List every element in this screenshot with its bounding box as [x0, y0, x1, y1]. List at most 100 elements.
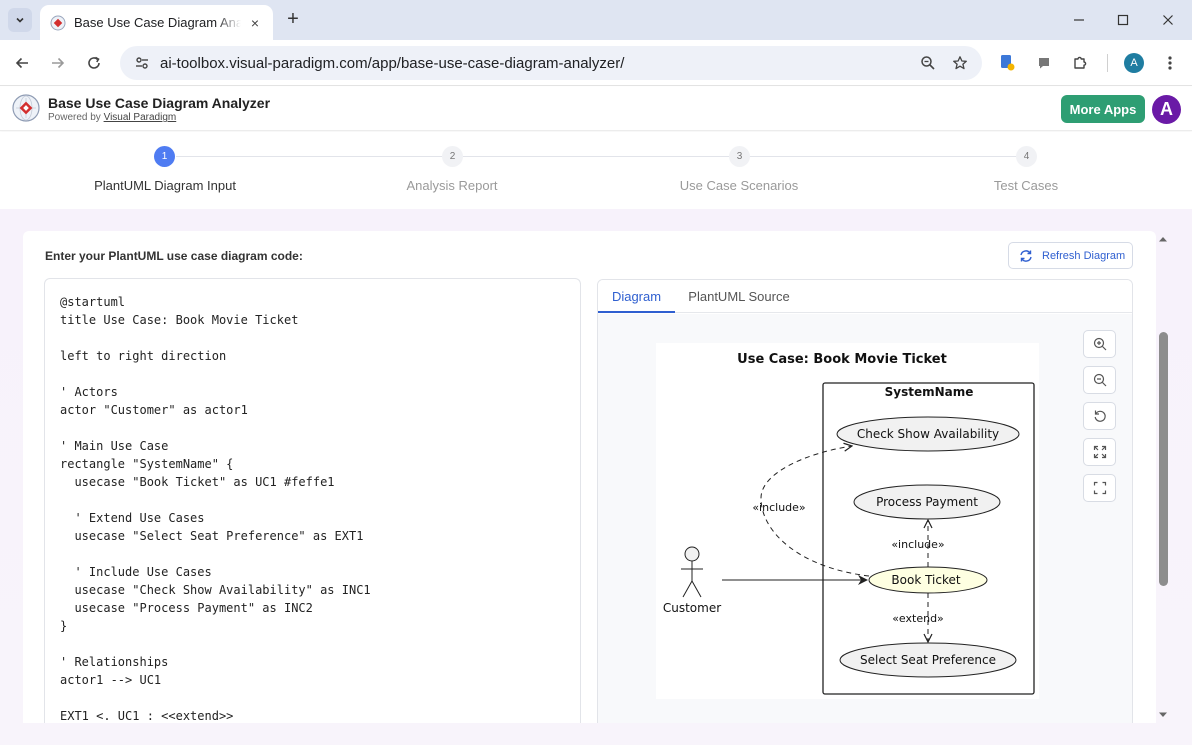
include-right-label: «include»	[891, 538, 944, 551]
code-line: left to right direction	[60, 349, 227, 363]
step-connector	[750, 156, 1016, 157]
actor-label: Customer	[663, 601, 721, 615]
fullscreen-button[interactable]	[1083, 474, 1116, 502]
powered-by: Powered by Visual Paradigm	[48, 112, 176, 123]
code-line: ' Include Use Cases	[60, 565, 212, 579]
more-apps-button[interactable]: More Apps	[1061, 95, 1145, 123]
code-line: actor "Customer" as actor1	[60, 403, 248, 417]
extensions-puzzle-icon[interactable]	[1069, 52, 1091, 74]
code-line: ' Actors	[60, 385, 118, 399]
usecase-seat-label: Select Seat Preference	[860, 653, 996, 667]
usecase-check-show-availability	[836, 416, 1020, 452]
scroll-up-arrow-icon[interactable]	[1159, 235, 1167, 243]
browser-tab-active[interactable]: Base Use Case Diagram Analyzer ×	[40, 5, 273, 40]
usecase-select-seat-preference	[839, 642, 1017, 678]
code-line: rectangle "SystemName" {	[60, 457, 234, 471]
tab-title: Base Use Case Diagram Analyzer	[74, 15, 241, 30]
code-line: usecase "Process Payment" as INC2	[60, 601, 313, 615]
refresh-icon	[1020, 249, 1032, 262]
code-line: usecase "Select Seat Preference" as EXT1	[60, 529, 364, 543]
reset-icon	[1094, 410, 1106, 422]
fullscreen-icon	[1093, 481, 1106, 495]
browser-profile-avatar[interactable]: A	[1124, 53, 1144, 73]
code-line: ' Main Use Case	[60, 439, 169, 453]
tab-plantuml-source[interactable]: PlantUML Source	[688, 289, 790, 304]
step-4-circle[interactable]: 4	[1016, 146, 1037, 167]
step-1-label[interactable]: PlantUML Diagram Input	[94, 178, 236, 193]
minimize-window-icon[interactable]	[1067, 8, 1091, 32]
include-check-arrow	[760, 446, 870, 577]
usecase-check-label: Check Show Availability	[857, 427, 999, 441]
use-case-diagram: Use Case: Book Movie Ticket SystemName C…	[656, 343, 1039, 699]
zoom-search-icon[interactable]	[918, 53, 938, 73]
address-bar[interactable]: ai-toolbox.visual-paradigm.com/app/base-…	[120, 46, 982, 80]
system-name: SystemName	[885, 385, 974, 399]
toolbar-divider	[1107, 54, 1108, 72]
extension-chat-icon[interactable]	[1033, 52, 1055, 74]
browser-tabstrip: Base Use Case Diagram Analyzer × +	[0, 0, 1192, 40]
bookmark-star-icon[interactable]	[950, 53, 970, 73]
code-line: ' Relationships	[60, 655, 169, 669]
code-line: title Use Case: Book Movie Ticket	[60, 313, 299, 327]
visual-paradigm-link[interactable]: Visual Paradigm	[103, 112, 177, 123]
app-header: Base Use Case Diagram Analyzer Powered b…	[0, 87, 1192, 131]
back-arrow-icon[interactable]	[10, 51, 34, 75]
code-line: ' Extend Use Cases	[60, 511, 205, 525]
app-title: Base Use Case Diagram Analyzer	[48, 95, 271, 111]
step-3-circle[interactable]: 3	[729, 146, 750, 167]
include-left-label: «include»	[752, 501, 805, 514]
editor-label: Enter your PlantUML use case diagram cod…	[45, 249, 303, 263]
diagram-viewport[interactable]: Use Case: Book Movie Ticket SystemName C…	[598, 314, 1132, 723]
page-scrollbar[interactable]	[1156, 231, 1170, 723]
diagram-title: Use Case: Book Movie Ticket	[737, 352, 947, 367]
zoom-in-button[interactable]	[1083, 330, 1116, 358]
scroll-down-arrow-icon[interactable]	[1159, 711, 1167, 719]
extend-label: «extend»	[892, 612, 944, 625]
diagram-panel: Diagram PlantUML Source Use Case: Book M…	[597, 279, 1133, 723]
usecase-payment-label: Process Payment	[876, 495, 978, 509]
code-line: EXT1 <. UC1 : <<extend>>	[60, 709, 234, 723]
tab-close-icon[interactable]: ×	[250, 14, 260, 31]
code-line: actor1 --> UC1	[60, 673, 162, 687]
step-2-label[interactable]: Analysis Report	[406, 178, 498, 193]
step-4-label[interactable]: Test Cases	[993, 178, 1059, 193]
forward-arrow-icon[interactable]	[46, 51, 70, 75]
close-window-icon[interactable]	[1156, 8, 1180, 32]
browser-toolbar: ai-toolbox.visual-paradigm.com/app/base-…	[0, 40, 1192, 86]
code-line: @startuml	[60, 295, 126, 309]
code-line: usecase "Check Show Availability" as INC…	[60, 583, 371, 597]
code-line: usecase "Book Ticket" as UC1 #feffe1	[60, 475, 335, 489]
step-connector	[176, 156, 442, 157]
zoom-out-button[interactable]	[1083, 366, 1116, 394]
tab-diagram[interactable]: Diagram	[598, 280, 675, 313]
scrollbar-thumb[interactable]	[1159, 332, 1168, 586]
zoom-out-icon	[1093, 373, 1106, 387]
visual-paradigm-logo-icon	[12, 94, 40, 122]
reload-icon[interactable]	[82, 51, 106, 75]
plantuml-code-editor[interactable]: @startuml title Use Case: Book Movie Tic…	[44, 278, 581, 723]
new-tab-plus-icon[interactable]: +	[287, 8, 299, 30]
customer-actor-icon	[681, 546, 703, 598]
refresh-diagram-button[interactable]: Refresh Diagram	[1008, 242, 1133, 269]
code-line: }	[60, 619, 68, 633]
powered-by-prefix: Powered by	[48, 112, 101, 123]
step-2-circle[interactable]: 2	[442, 146, 463, 167]
expand-arrows-icon	[1093, 445, 1106, 459]
extension-tool-icon[interactable]	[996, 52, 1018, 74]
diagram-tabs: Diagram PlantUML Source	[598, 280, 1132, 313]
refresh-diagram-label: Refresh Diagram	[1042, 249, 1126, 262]
visual-paradigm-favicon-icon	[50, 15, 66, 30]
browser-menu-icon[interactable]	[1160, 53, 1180, 73]
step-3-label[interactable]: Use Case Scenarios	[679, 178, 799, 193]
user-avatar[interactable]: A	[1152, 95, 1181, 124]
step-1-circle[interactable]: 1	[154, 146, 175, 167]
url-text[interactable]: ai-toolbox.visual-paradigm.com/app/base-…	[160, 54, 625, 72]
zoom-in-icon	[1093, 337, 1106, 351]
site-settings-icon[interactable]	[134, 55, 150, 71]
fit-to-screen-button[interactable]	[1083, 438, 1116, 466]
chevron-down-icon	[16, 17, 24, 23]
tab-search-button[interactable]	[8, 8, 32, 32]
maximize-window-icon[interactable]	[1111, 8, 1135, 32]
progress-stepper: 1 PlantUML Diagram Input 2 Analysis Repo…	[0, 132, 1192, 209]
reset-zoom-button[interactable]	[1083, 402, 1116, 430]
